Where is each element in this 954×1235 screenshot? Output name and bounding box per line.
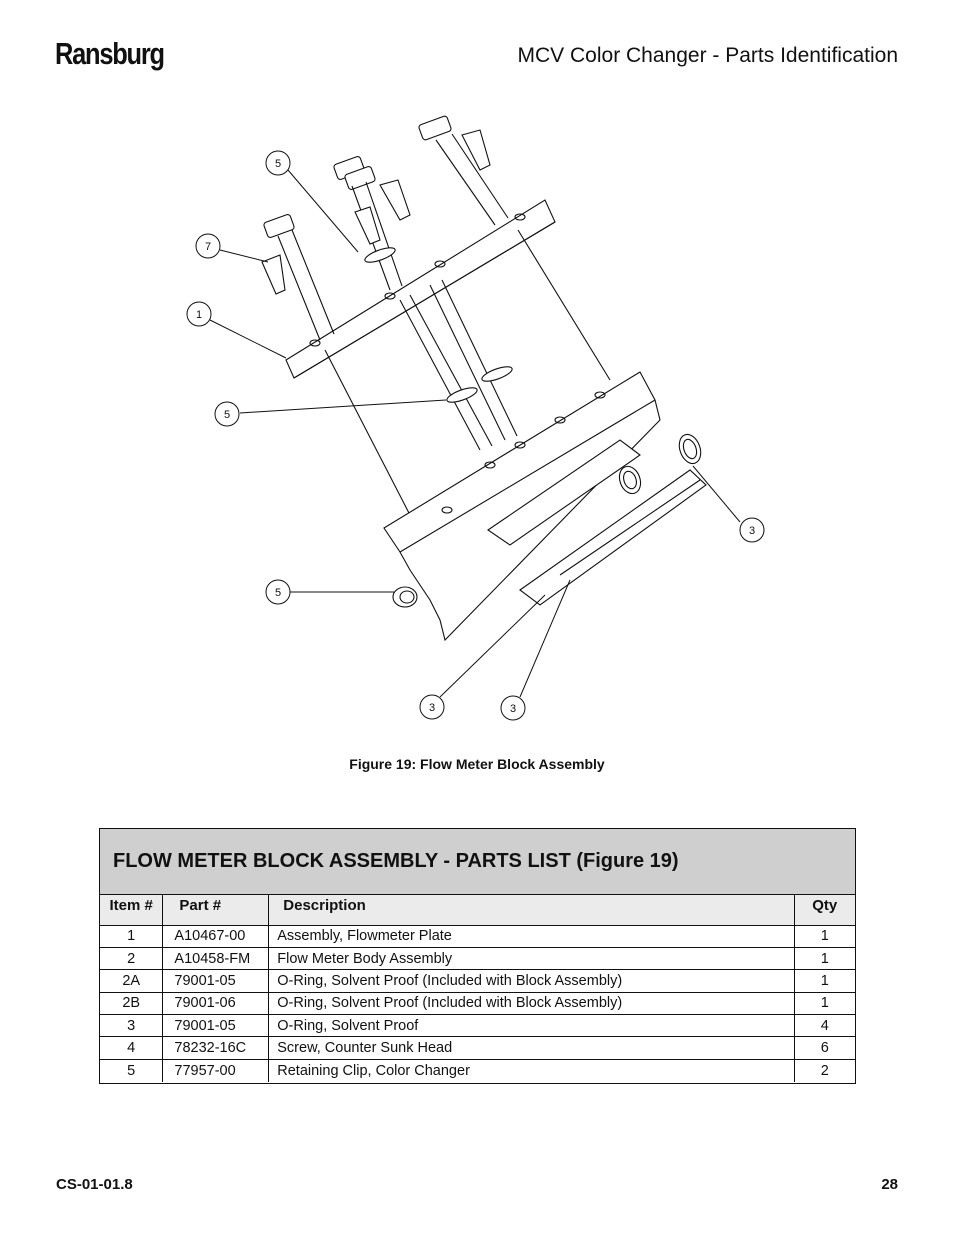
flow-meter-block-diagram: 5 7 1 5 3 5 3 3 <box>186 115 765 721</box>
table-row: 2A 79001-05 O-Ring, Solvent Proof (Inclu… <box>100 969 855 993</box>
item-cell: 1 <box>100 925 164 948</box>
qty-cell: 2 <box>820 1062 829 1079</box>
callout-label: 5 <box>275 158 281 170</box>
o-ring <box>678 433 702 465</box>
part-cell: 79001-05 <box>162 969 270 993</box>
item-cell: 2B <box>100 992 164 1016</box>
parts-list-table: FLOW METER BLOCK ASSEMBLY - PARTS LIST (… <box>99 828 856 1084</box>
item-cell: 4 <box>100 1036 164 1060</box>
screw <box>263 213 335 341</box>
callout-label: 5 <box>275 587 281 599</box>
screw <box>418 115 509 226</box>
item-cell: 3 <box>100 1014 164 1038</box>
retaining-clip <box>446 387 478 403</box>
o-ring <box>392 586 418 608</box>
qty-cell: 6 <box>794 1036 855 1060</box>
part-cell: 79001-05 <box>162 1014 270 1038</box>
description-cell: Assembly, Flowmeter Plate <box>268 925 795 948</box>
tie-rod <box>517 229 611 381</box>
flow-meter-body <box>383 371 661 642</box>
item-cell: 2 <box>100 947 164 971</box>
description-cell: O-Ring, Solvent Proof (Included with Blo… <box>268 992 795 1016</box>
description-cell: Retaining Clip, Color Changer <box>268 1059 795 1082</box>
table-row: 4 78232-16C Screw, Counter Sunk Head 6 <box>100 1036 855 1060</box>
part-cell: 77957-00 <box>162 1059 270 1082</box>
qty-cell: 1 <box>794 947 855 971</box>
document-number: CS-01-01.8 <box>56 1176 133 1193</box>
description-cell: O-Ring, Solvent Proof (Included with Blo… <box>268 969 795 993</box>
callout-label: 3 <box>749 525 755 537</box>
qty-cell: 1 <box>794 925 855 948</box>
figure-caption: Figure 19: Flow Meter Block Assembly <box>349 756 605 772</box>
tie-rod <box>324 349 411 516</box>
table-row: 3 79001-05 O-Ring, Solvent Proof 4 <box>100 1014 855 1038</box>
part-cell: A10467-00 <box>162 925 270 948</box>
qty-cell: 1 <box>794 992 855 1016</box>
table-row: 2B 79001-06 O-Ring, Solvent Proof (Inclu… <box>100 992 855 1016</box>
callout-label: 5 <box>224 409 230 421</box>
page-number: 28 <box>881 1176 898 1193</box>
qty-cell: 1 <box>794 969 855 993</box>
part-cell: A10458-FM <box>162 947 270 971</box>
callout-label: 3 <box>510 703 516 715</box>
column-header-qty: Qty <box>794 895 855 926</box>
brand-logo: Ransburg <box>55 36 165 71</box>
description-cell: O-Ring, Solvent Proof <box>268 1014 795 1038</box>
part-cell: 79001-06 <box>162 992 270 1016</box>
table-header-row: Item # Part # Description Qty <box>100 895 855 926</box>
callout-label: 7 <box>205 241 211 253</box>
item-cell: 5 <box>100 1059 164 1082</box>
callout-label: 3 <box>429 702 435 714</box>
retaining-clip <box>481 366 513 382</box>
description-cell: Screw, Counter Sunk Head <box>268 1036 795 1060</box>
item-cell: 2A <box>100 969 164 993</box>
callout-label: 1 <box>196 309 202 321</box>
flowmeter-plate <box>285 199 556 379</box>
column-header-part: Part # <box>162 895 270 926</box>
column-header-description: Description <box>268 895 795 926</box>
parts-list-title: FLOW METER BLOCK ASSEMBLY - PARTS LIST (… <box>100 829 855 895</box>
part-cell: 78232-16C <box>162 1036 270 1060</box>
column-header-item: Item # <box>100 895 164 926</box>
table-row: 1 A10467-00 Assembly, Flowmeter Plate 1 <box>100 925 855 948</box>
description-cell: Flow Meter Body Assembly <box>268 947 795 971</box>
table-row: 2 A10458-FM Flow Meter Body Assembly 1 <box>100 947 855 971</box>
page-header-title: MCV Color Changer - Parts Identification <box>517 44 899 67</box>
callout-bubble <box>186 150 765 721</box>
table-row: 5 77957-00 Retaining Clip, Color Changer… <box>100 1059 855 1082</box>
qty-cell: 4 <box>794 1014 855 1038</box>
